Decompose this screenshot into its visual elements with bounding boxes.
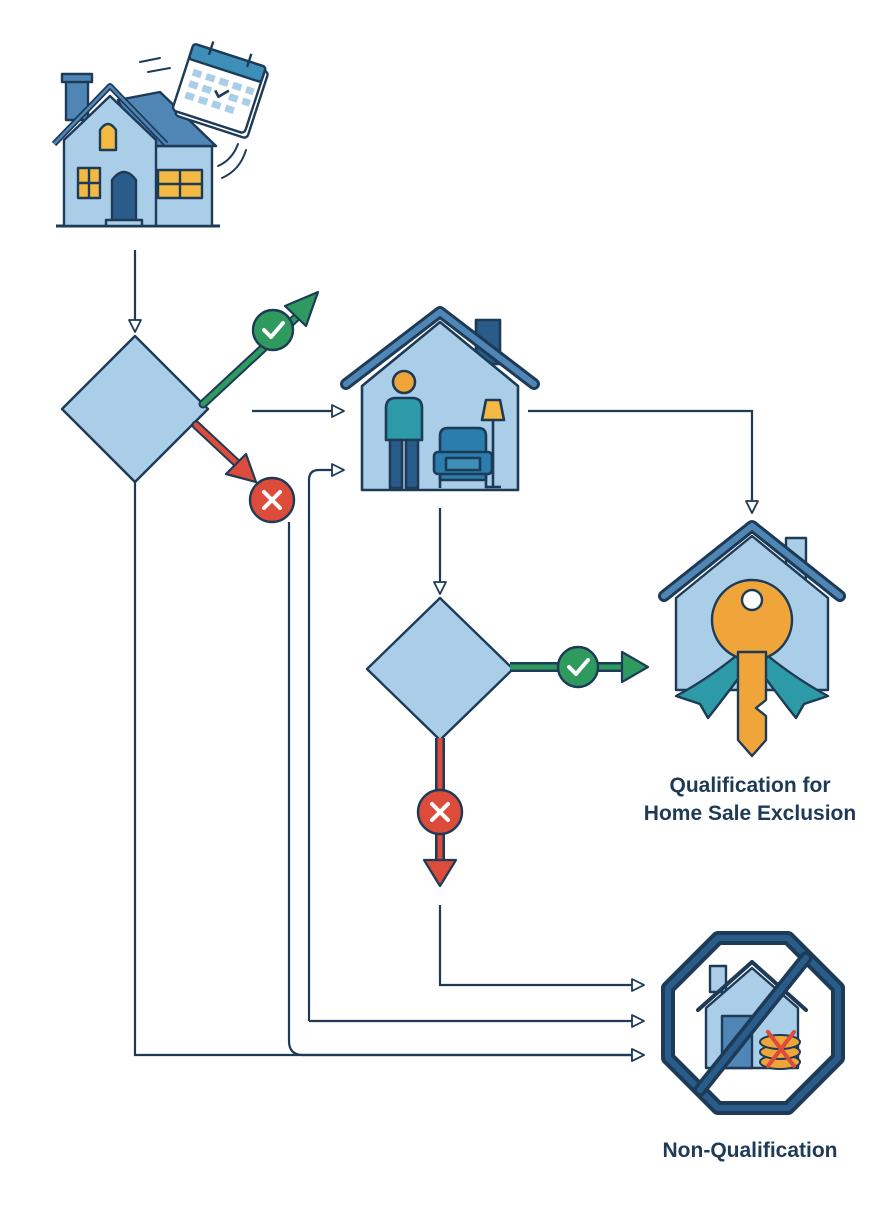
arrow-use-node-to-qualification: [528, 409, 759, 514]
check-circle-icon: [251, 308, 295, 352]
check-circle-icon: [556, 645, 600, 689]
house-key-icon: [658, 520, 846, 758]
arrow-decision-1-bottom-to-nonqual: [133, 482, 645, 1062]
yes-branch-1: [198, 290, 320, 409]
arrow-decision-2-no-to-nonqual: [438, 905, 645, 992]
no-house-octagon-icon: [661, 931, 845, 1115]
house-with-calendar-icon: [51, 72, 220, 228]
decision-diamond-1: [60, 334, 210, 484]
x-circle-icon: [416, 788, 464, 836]
qualification-label-line-1: Qualification for: [669, 774, 831, 797]
qualification-label: Qualification for Home Sale Exclusion: [630, 772, 870, 828]
x-circle-icon: [248, 476, 296, 524]
no-branch-1: [191, 420, 258, 484]
arrow-reentry-to-use-node: [307, 463, 345, 1021]
qualification-label-line-2: Home Sale Exclusion: [643, 802, 857, 825]
motion-lines: [139, 57, 247, 179]
calendar-icon: [171, 41, 269, 139]
non-qualification-label: Non-Qualification: [662, 1139, 838, 1162]
connector-lines: [128, 250, 759, 1062]
arrow-decision-1-no-to-nonqual: [287, 522, 645, 1062]
decision-diamond-2: [365, 596, 515, 742]
person-living-in-house-icon: [340, 306, 540, 492]
